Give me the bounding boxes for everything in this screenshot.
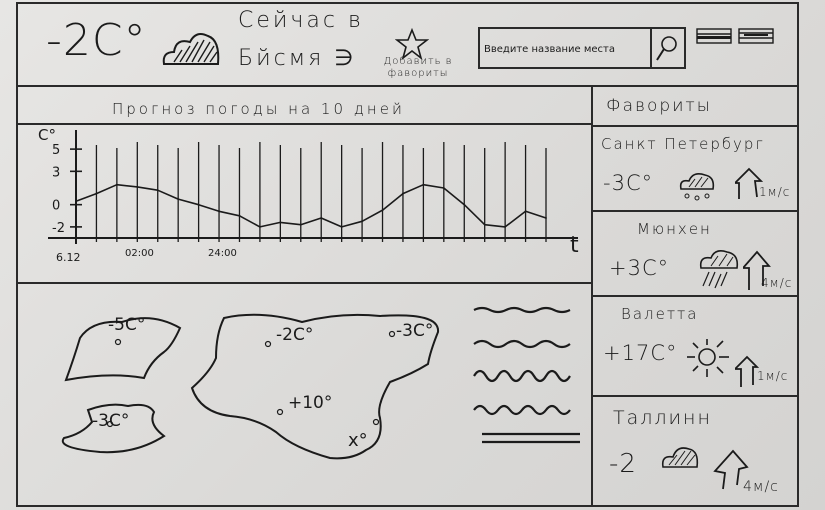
flag-icon[interactable] — [738, 28, 774, 44]
fav-divider-3 — [591, 395, 799, 397]
temperature-point — [95, 192, 98, 195]
add-favorite-button[interactable]: Добавить в фавориты — [383, 56, 453, 79]
x-tick-label: 02:00 — [125, 248, 154, 259]
magnifier-icon — [656, 36, 677, 61]
weather-map[interactable]: -5C° -3C° -2C° -3C° +10° x° — [40, 292, 460, 492]
sun-icon — [687, 339, 729, 377]
wind-arrow-icon — [713, 449, 749, 490]
favorite-card[interactable]: Валетта +17C° 1м/с — [593, 297, 798, 394]
temperature-point — [381, 209, 384, 212]
map-region — [64, 317, 182, 382]
favorite-temp: +17C° — [603, 341, 678, 365]
star-icon[interactable] — [394, 27, 430, 61]
wind-arrow-icon — [735, 167, 763, 199]
favorite-card[interactable]: Мюнхен +3C° 4м/с — [593, 212, 798, 294]
y-tick-label: -2 — [52, 221, 65, 236]
header-divider — [16, 85, 799, 87]
temperature-point — [545, 217, 547, 219]
favorite-temp: -2 — [609, 449, 637, 479]
flag-icon[interactable] — [696, 28, 732, 44]
map-temp: -3C° — [92, 411, 129, 431]
temperature-point — [238, 214, 241, 217]
forecast-title-divider — [18, 123, 592, 125]
temperature-point — [463, 203, 466, 206]
search-input[interactable] — [484, 39, 654, 59]
temperature-point — [504, 225, 507, 228]
temperature-point — [115, 183, 118, 186]
favorite-card[interactable]: Таллинн -2 4м/с — [593, 397, 798, 505]
x-tick-label: 24:00 — [208, 248, 237, 259]
now-label-line2[interactable]: Бйсмя ∋ — [238, 46, 357, 71]
temperature-point — [361, 220, 363, 223]
temperature-point — [483, 223, 486, 226]
temperature-point — [197, 203, 200, 206]
wavy-line-icon — [473, 369, 571, 383]
favorite-wind: 1м/с — [757, 369, 789, 383]
favorite-wind: 4м/с — [761, 276, 793, 290]
wind-arrow-icon — [743, 250, 771, 290]
wavy-line-icon — [473, 306, 571, 314]
wavy-line-icon — [473, 404, 571, 416]
y-tick-label: 3 — [52, 165, 60, 180]
temperature-point — [422, 183, 425, 186]
temperature-point — [320, 217, 323, 219]
y-unit-label: C° — [38, 128, 56, 144]
map-region — [190, 313, 440, 460]
map-temp: -3C° — [396, 321, 433, 341]
map-temp: -5C° — [108, 315, 145, 335]
y-tick-label: 5 — [52, 143, 60, 158]
temperature-point — [524, 210, 527, 213]
favorite-card[interactable]: Санкт Петербург -3C° 1м/с — [593, 127, 798, 209]
temperature-point — [259, 225, 261, 228]
now-label-line1: Сейчас в — [238, 8, 364, 33]
map-temp: +10° — [288, 393, 332, 413]
favorite-wind: 4м/с — [743, 479, 779, 495]
wind-arrow-icon — [735, 355, 759, 387]
favorite-temp: +3C° — [609, 256, 670, 280]
favorite-city: Мюнхен — [637, 220, 712, 238]
favorite-city: Таллинн — [613, 407, 712, 429]
temperature-point — [218, 210, 220, 213]
x-tick-label: 6.12 — [56, 251, 81, 264]
x-axis-label: t — [570, 233, 579, 258]
snow-cloud-icon — [679, 173, 715, 201]
favorite-wind: 1м/с — [759, 185, 791, 199]
rain-cloud-icon — [699, 250, 739, 289]
forecast-divider — [16, 282, 592, 284]
temperature-point — [177, 198, 180, 201]
y-tick-label: 0 — [52, 199, 60, 214]
temperature-point — [340, 225, 343, 228]
fav-title-divider — [591, 125, 799, 127]
favorite-city: Санкт Петербург — [601, 135, 765, 153]
fav-divider-1 — [591, 210, 799, 212]
search-button[interactable] — [650, 29, 684, 67]
forecast-title: Прогноз погоды на 10 дней — [112, 100, 405, 118]
favorites-title: Фавориты — [606, 96, 712, 116]
cloud-icon — [661, 447, 699, 468]
forecast-chart[interactable]: C° t 6.12 02:00 24:00 5 3 0 -2 — [30, 126, 585, 278]
temperature-point — [442, 187, 445, 189]
temperature-line — [75, 183, 547, 228]
cloud-icon — [160, 28, 222, 68]
search-box[interactable] — [478, 27, 686, 69]
favorite-temp: -3C° — [603, 171, 654, 195]
temperature-point — [156, 189, 159, 192]
temperature-point — [75, 200, 77, 203]
favorite-city: Валетта — [621, 305, 699, 323]
map-temp: -2C° — [276, 325, 313, 345]
current-temp: -2C° — [46, 15, 147, 66]
map-region — [61, 403, 166, 454]
fav-divider-2 — [591, 295, 799, 297]
temperature-point — [279, 221, 282, 224]
page-frame — [16, 2, 799, 507]
wavy-line-icon — [473, 339, 571, 349]
map-legend — [468, 298, 586, 458]
temperature-point — [402, 192, 404, 195]
temperature-point — [136, 185, 139, 188]
map-temp: x° — [348, 430, 368, 451]
temperature-point — [299, 223, 302, 226]
